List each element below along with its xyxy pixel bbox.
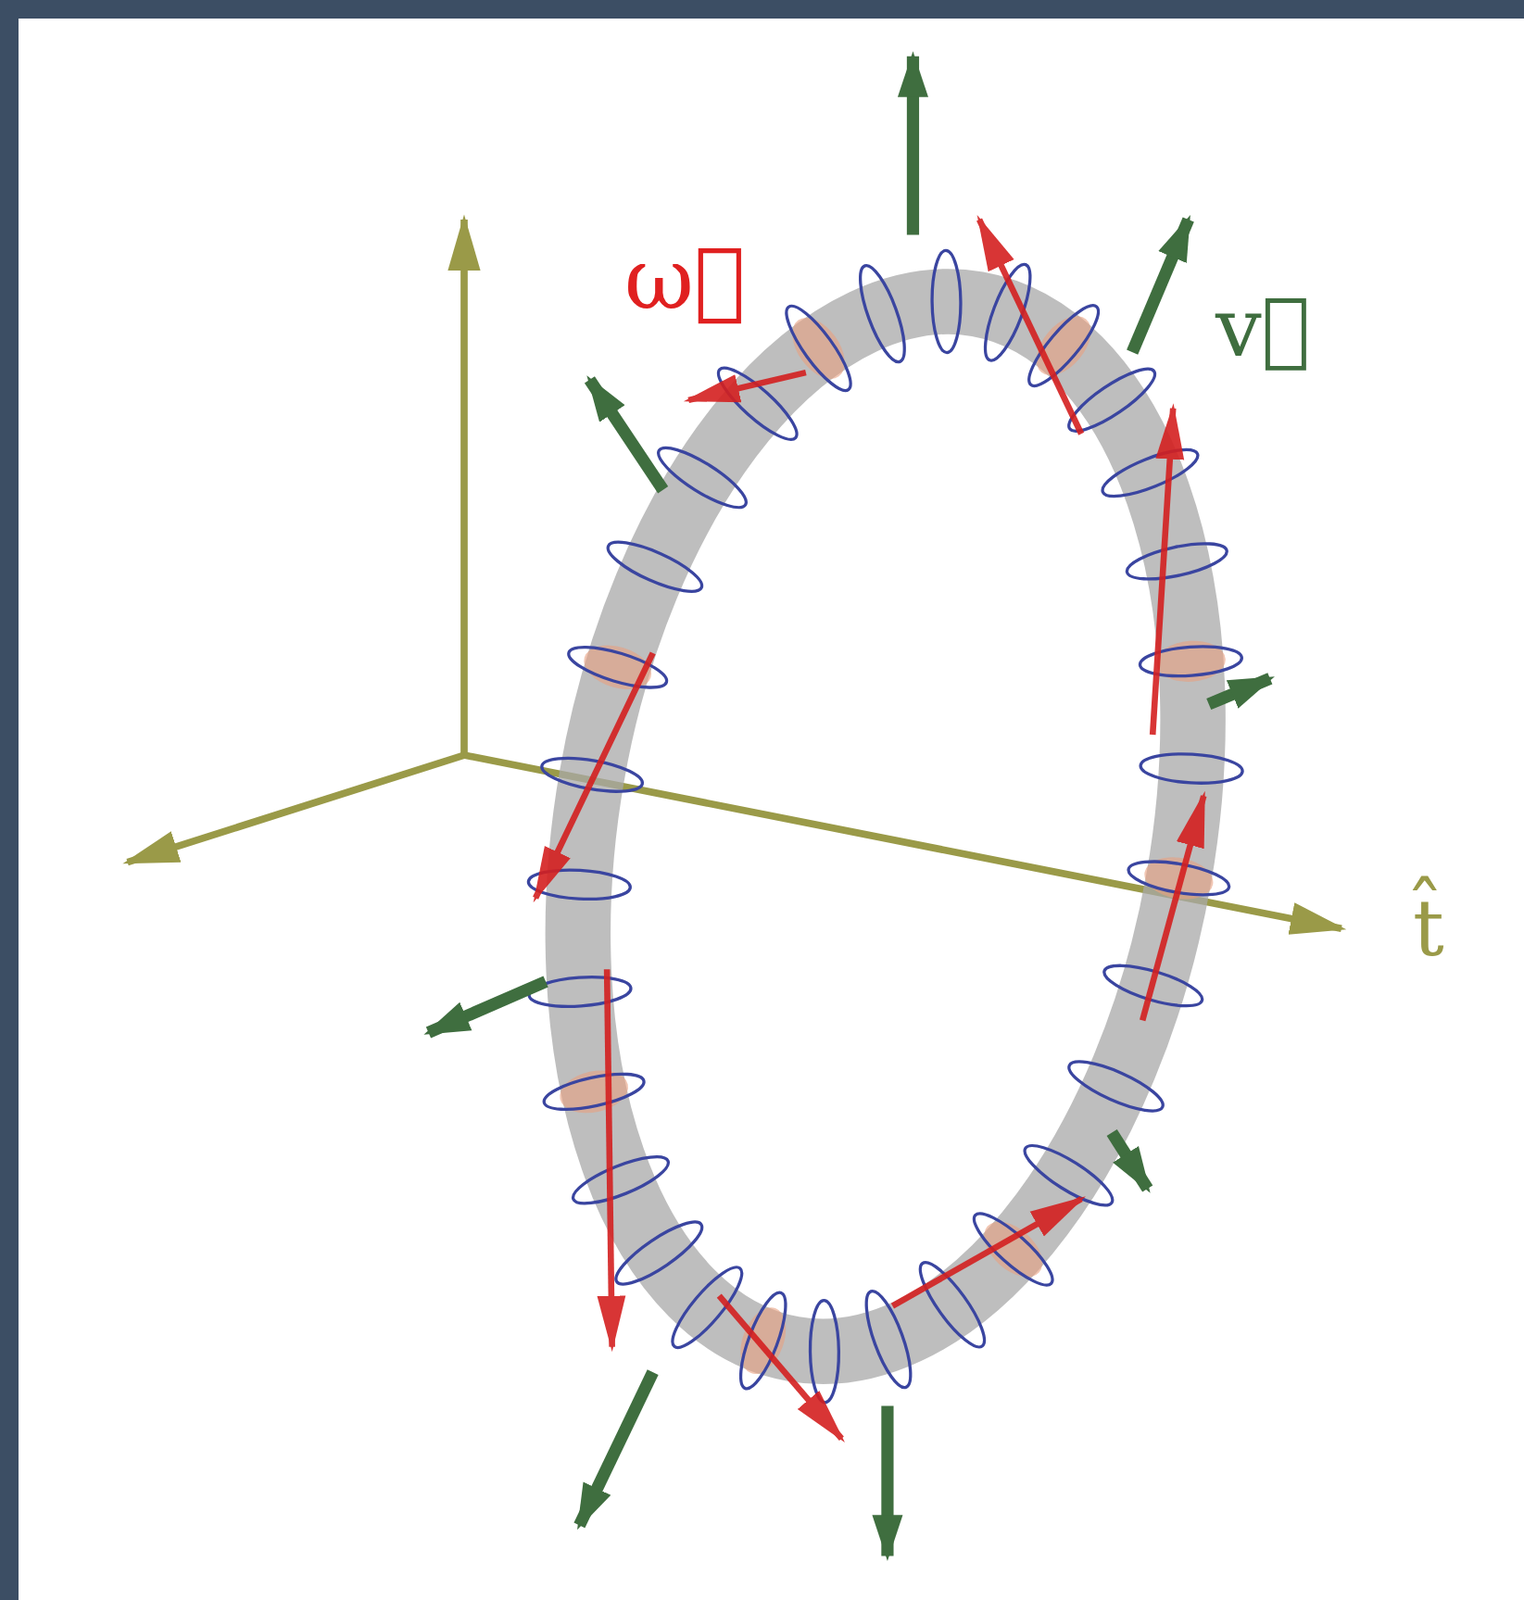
vortex-ring-line [541, 1067, 647, 1117]
axis-label: t̂ [1412, 885, 1445, 971]
vortex-ring-line [809, 1300, 840, 1403]
vortex-ring-line [1063, 1052, 1169, 1121]
vortex-ring-line [602, 532, 707, 601]
vortex-ring-line [608, 1212, 709, 1294]
vorticity-label: ω⃗ [624, 232, 745, 327]
torus [500, 251, 1272, 1400]
velocity-label: v⃗ [1215, 283, 1311, 374]
vortex-ring-line [565, 639, 671, 696]
velocity-arrows [428, 56, 1270, 1557]
vortex-ring-line [567, 1147, 674, 1213]
vortex-ring-line [777, 298, 860, 398]
vortex-ring-line [1139, 751, 1244, 786]
tube [500, 251, 1272, 1400]
cross-section [1155, 638, 1228, 684]
vorticity-arrows [535, 219, 1204, 1439]
vortex-ring-line [1097, 440, 1204, 506]
vortex-ring-line [1123, 536, 1230, 586]
vortex-lines [528, 250, 1244, 1403]
vortex-ring-line [857, 1286, 920, 1393]
vortex-ring-line [651, 438, 754, 517]
vortex-ring-line [710, 358, 806, 449]
vortex-ring-line [932, 250, 962, 353]
vortex-ring-line [1020, 297, 1108, 394]
vortex-ring-line [731, 1287, 795, 1394]
vortex-ring-line [851, 261, 914, 367]
vortex-ring-line [663, 1259, 751, 1356]
